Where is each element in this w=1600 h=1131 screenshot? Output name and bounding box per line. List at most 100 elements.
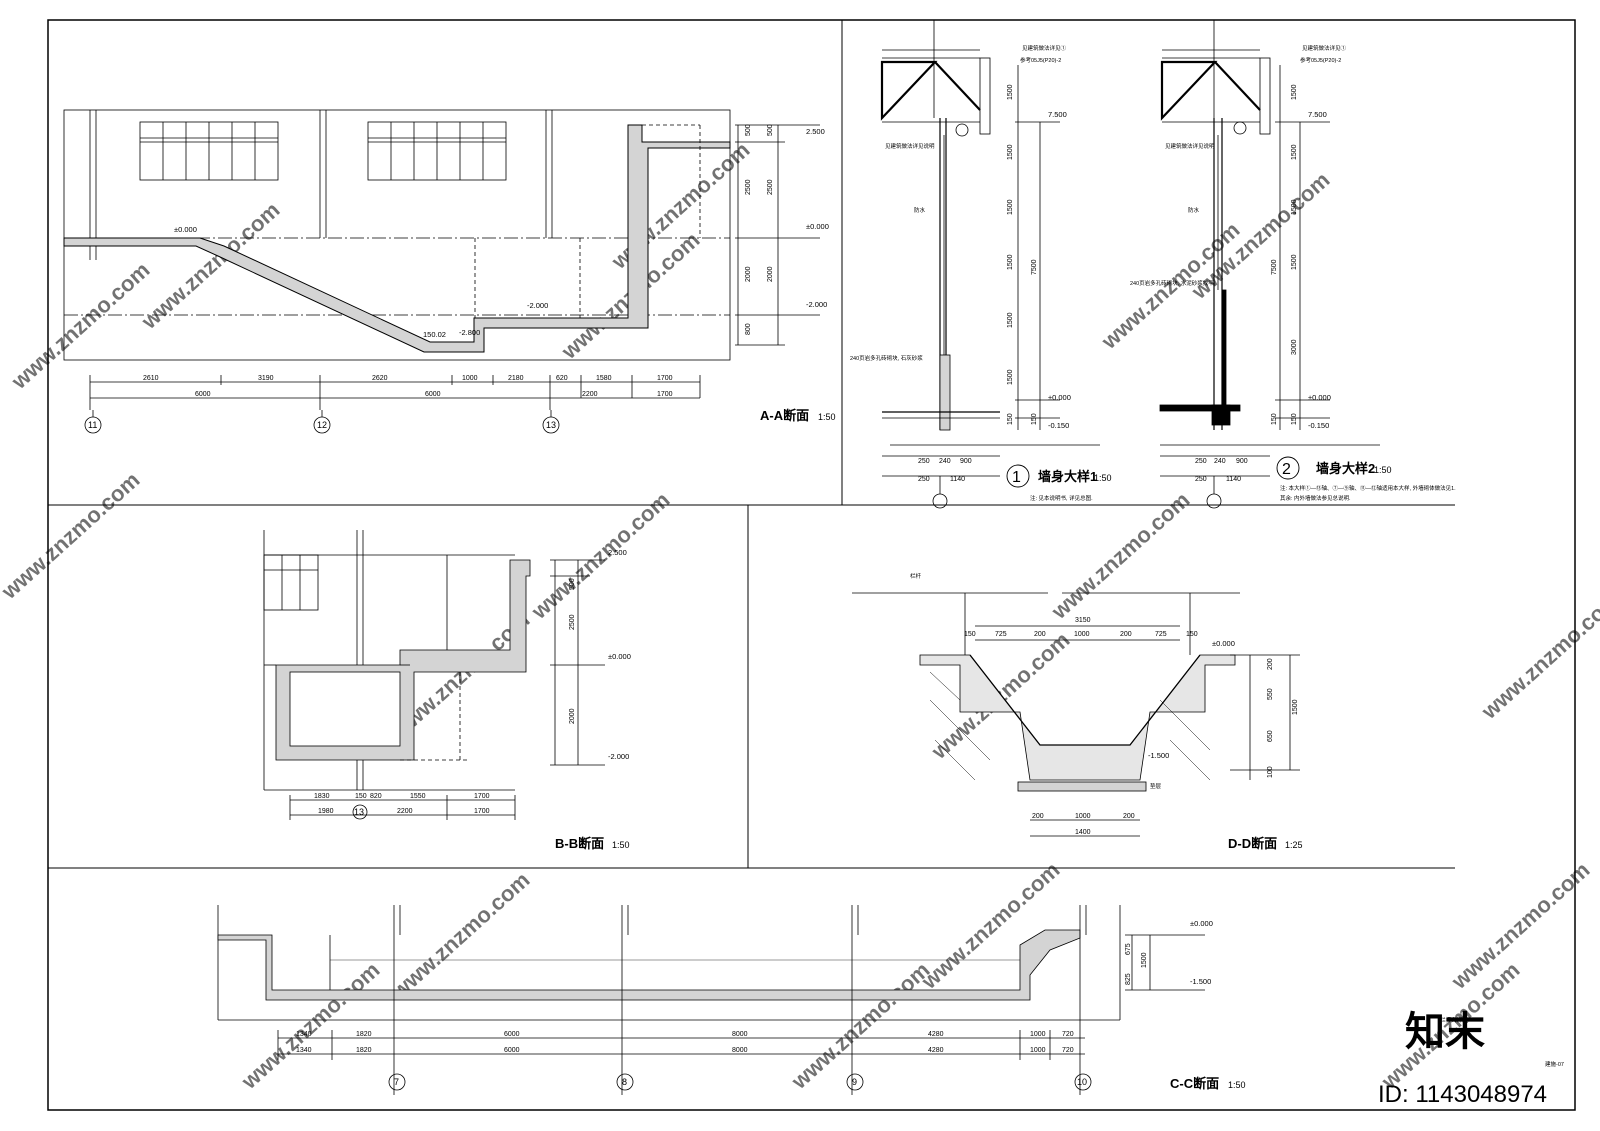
dimension-label: 620 bbox=[556, 375, 568, 382]
watermark-text: www.znzmo.com bbox=[0, 467, 144, 604]
elevation-label: -2.000 bbox=[527, 301, 548, 310]
section-scale: 1:50 bbox=[818, 412, 836, 422]
elevation-label: ±0.000 bbox=[806, 222, 829, 231]
dimension-label: 6000 bbox=[195, 391, 211, 398]
dimension-label: 1000 bbox=[1030, 1031, 1046, 1038]
axis-label: 7 bbox=[394, 1077, 399, 1087]
dimension-label: 1580 bbox=[596, 375, 612, 382]
dimension-label: 1340 bbox=[296, 1031, 312, 1038]
dimension-label: 900 bbox=[960, 458, 972, 465]
detail-label: 防水 bbox=[1188, 206, 1200, 214]
dimension-label: 200 bbox=[1123, 813, 1135, 820]
elevation-label: -1.500 bbox=[1148, 751, 1169, 760]
dimension-label: 1700 bbox=[657, 391, 673, 398]
dimension-label: 2200 bbox=[582, 391, 598, 398]
dimension-label: 1000 bbox=[1074, 631, 1090, 638]
dimension-label: 1140 bbox=[1226, 476, 1241, 483]
watermark-text: www.znzmo.com bbox=[386, 867, 535, 1004]
detail-number: 1 bbox=[1012, 469, 1021, 486]
detail-title: 墙身大样1 bbox=[1038, 469, 1097, 484]
section-scale: 1:25 bbox=[1285, 840, 1303, 850]
watermark-text: www.znzmo.com bbox=[1476, 587, 1600, 724]
detail-1-text: 参考05J5(P20)-2 见建筑做法详见① 见建筑做法详见说明 防水 240页… bbox=[850, 44, 1071, 483]
dimension-label: 240 bbox=[1214, 458, 1226, 465]
dimension-label: 1820 bbox=[356, 1047, 372, 1054]
dimension-label: 6000 bbox=[425, 391, 441, 398]
detail-scale: 1:50 bbox=[1374, 465, 1392, 475]
dimension-label: 725 bbox=[995, 631, 1007, 638]
section-cc-text: ±0.000 -1.500 675 825 1500 1340 1820 600… bbox=[296, 919, 1564, 1091]
dimension-label: 2000 bbox=[767, 266, 774, 282]
elevation-label: 150.02 bbox=[423, 330, 446, 339]
dimension-label: 2200 bbox=[397, 808, 413, 815]
dimension-label: 500 bbox=[767, 124, 774, 136]
dimension-label: 150 bbox=[1031, 413, 1038, 425]
dimension-label: 2000 bbox=[745, 266, 752, 282]
sheet-label: 建施-07 bbox=[1545, 1060, 1564, 1068]
dimension-label: 1830 bbox=[314, 793, 330, 800]
dimension-label: 6000 bbox=[504, 1047, 520, 1054]
dimension-label: 1500 bbox=[1291, 254, 1298, 270]
watermark-text: www.znzmo.com bbox=[526, 487, 675, 624]
dimension-label: 725 bbox=[1155, 631, 1167, 638]
detail-2-label: 2 墙身大样2 1:50 注: 本大样①—⑬轴、⑦—⑨轴、⑪—⑫轴适用本大样, … bbox=[1276, 456, 1456, 502]
dimension-label: 1000 bbox=[1075, 813, 1091, 820]
elevation-label: -2.000 bbox=[608, 752, 629, 761]
dimension-label: 250 bbox=[1195, 476, 1207, 483]
watermark-text: www.znzmo.com bbox=[236, 957, 385, 1094]
dimension-label: 150 bbox=[1291, 413, 1298, 425]
dimension-label: 2620 bbox=[372, 375, 388, 382]
detail-2 bbox=[1159, 20, 1380, 509]
elevation-label: ±0.000 bbox=[1308, 393, 1331, 402]
elevation-label: -0.150 bbox=[1308, 421, 1329, 430]
elevation-label: ±0.000 bbox=[1048, 393, 1071, 402]
dimension-label: 1820 bbox=[356, 1031, 372, 1038]
detail-label: 见建筑做法详见说明 bbox=[885, 142, 935, 150]
dimension-label: 3150 bbox=[1075, 617, 1091, 624]
detail-label: 240页岩多孔砖砌块, 水泥砂浆找平 bbox=[1130, 279, 1214, 287]
section-title: D-D断面 bbox=[1228, 836, 1277, 851]
detail-scale: 1:50 bbox=[1094, 473, 1112, 483]
section-bb bbox=[263, 530, 605, 820]
dimension-label: 550 bbox=[1267, 688, 1274, 700]
watermark-text: www.znzmo.com bbox=[786, 957, 935, 1094]
dimension-label: 200 bbox=[1267, 658, 1274, 670]
detail-note: 其余: 内外墙做法参见总说明. bbox=[1280, 494, 1351, 502]
dimension-label: 1400 bbox=[1075, 829, 1091, 836]
dimension-label: 820 bbox=[370, 793, 382, 800]
dimension-label: 1700 bbox=[657, 375, 673, 382]
dimension-label: 1550 bbox=[410, 793, 426, 800]
section-scale: 1:50 bbox=[612, 840, 630, 850]
dimension-label: 250 bbox=[918, 476, 930, 483]
dimension-label: 2610 bbox=[143, 375, 159, 382]
dimension-label: 1500 bbox=[1007, 84, 1014, 100]
detail-callout: 参考05J5(P20)-2 bbox=[1300, 56, 1341, 64]
elevation-label: ±0.000 bbox=[1212, 639, 1235, 648]
axis-label: 9 bbox=[852, 1077, 857, 1087]
elevation-label: ±0.000 bbox=[174, 225, 197, 234]
dimension-label: 100 bbox=[1267, 766, 1274, 778]
dimension-label: 3190 bbox=[258, 375, 274, 382]
detail-note: 注: 见本说明书, 详见总图. bbox=[1030, 494, 1093, 502]
dimension-label: 800 bbox=[745, 323, 752, 335]
watermark-text: www.znzmo.com bbox=[6, 257, 155, 394]
axis-label: 13 bbox=[546, 420, 556, 430]
dimension-label: 1700 bbox=[474, 808, 490, 815]
dimension-label: 1500 bbox=[1292, 699, 1299, 715]
axis-label: 11 bbox=[88, 420, 97, 430]
dimension-label: 825 bbox=[1125, 973, 1132, 985]
watermark-id: ID: 1143048974 bbox=[1378, 1081, 1547, 1108]
dimension-label: 1980 bbox=[318, 808, 334, 815]
section-title: A-A断面 bbox=[760, 408, 809, 423]
dimension-label: 1500 bbox=[1291, 199, 1298, 215]
dimension-label: 250 bbox=[1195, 458, 1207, 465]
elevation-label: 7.500 bbox=[1308, 110, 1327, 119]
sheet-frame bbox=[47, 19, 1576, 1111]
dimension-label: 1500 bbox=[1007, 199, 1014, 215]
dimension-label: 1500 bbox=[1291, 84, 1298, 100]
dimension-label: 8000 bbox=[732, 1047, 748, 1054]
dimension-label: 200 bbox=[1034, 631, 1046, 638]
section-dd-text: 栏杆 垫层 ±0.000 -1.500 3150 150 725 200 100… bbox=[910, 572, 1303, 851]
dimension-label: 675 bbox=[1125, 943, 1132, 955]
